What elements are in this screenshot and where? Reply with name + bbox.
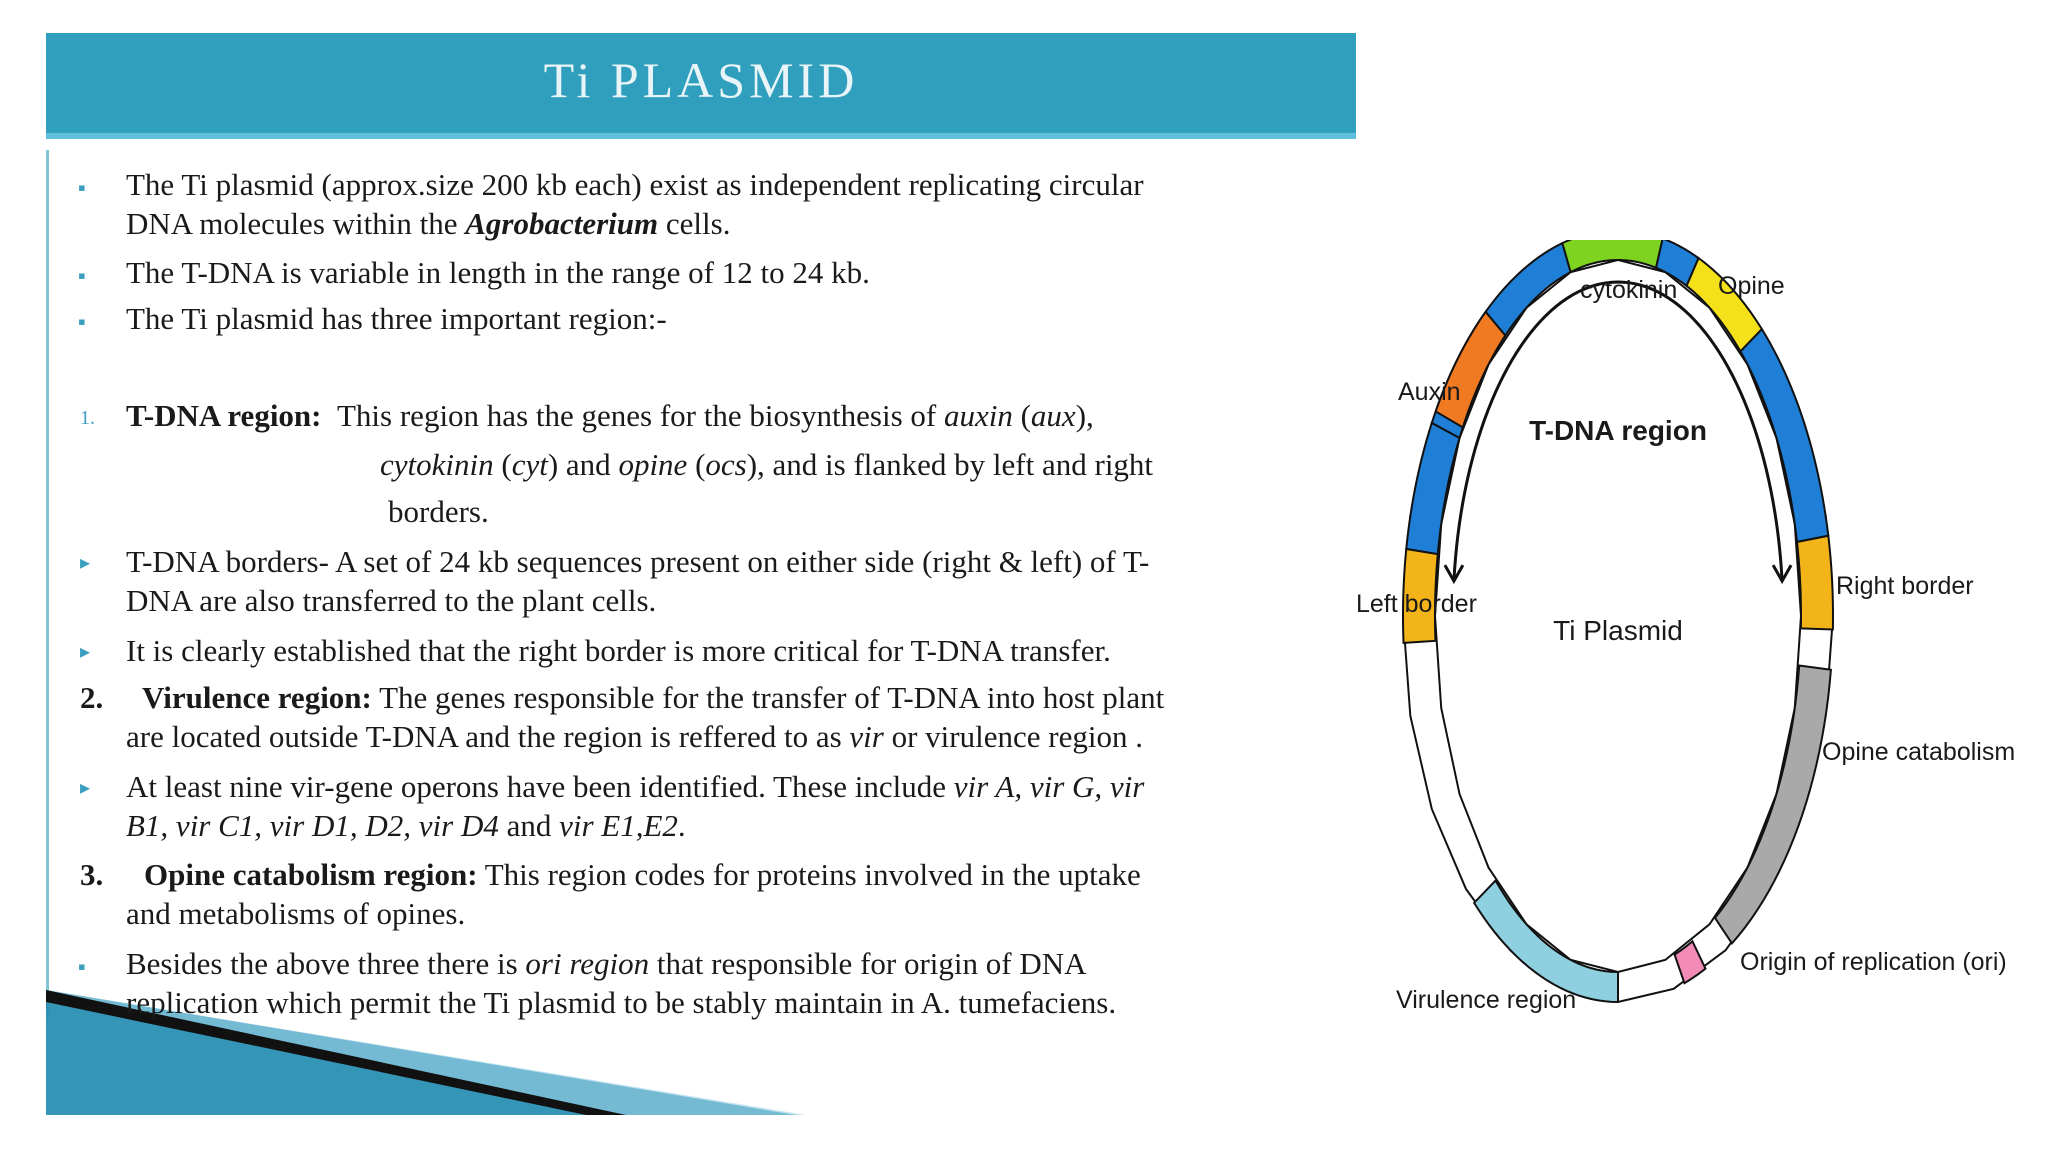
segment-right-border bbox=[1795, 534, 1834, 631]
left-border-label: Left border bbox=[1356, 590, 1477, 618]
title-bar: Ti PLASMID bbox=[46, 33, 1356, 139]
number-marker: 1. bbox=[80, 407, 95, 429]
cytokinin-label: cytokinin bbox=[1580, 276, 1677, 304]
opine-catabolism-label: Opine catabolism bbox=[1822, 738, 2015, 766]
number-marker: 3. bbox=[80, 857, 104, 892]
item-3-line-1: The Ti plasmid has three important regio… bbox=[126, 301, 667, 336]
ti-plasmid-diagram: T-DNA region Ti Plasmid cytokinin Opine … bbox=[1356, 240, 2015, 1014]
item-7-line-2: are located outside T-DNA and the region… bbox=[126, 719, 1143, 754]
item-7-line-1: Virulence region: The genes responsible … bbox=[142, 680, 1165, 715]
slide-title: Ti PLASMID bbox=[543, 52, 859, 108]
item-5-line-1: T-DNA borders- A set of 24 kb sequences … bbox=[126, 544, 1150, 579]
item-1-line-2: DNA molecules within the Agrobacterium c… bbox=[126, 206, 731, 241]
arrow-bullet-icon: ▸ bbox=[80, 641, 91, 663]
t-dna-region-label: T-DNA region bbox=[1529, 415, 1707, 446]
item-9-line-1: Opine catabolism region: This region cod… bbox=[144, 857, 1141, 892]
arrow-bullet-icon: ▸ bbox=[80, 552, 91, 574]
right-arrowhead-icon bbox=[1771, 564, 1793, 585]
arrow-bullet-icon: ▸ bbox=[80, 777, 91, 799]
item-4-line-2: cytokinin (cyt) and opine (ocs), and is … bbox=[380, 447, 1154, 482]
item-4-line-3: borders. bbox=[388, 494, 489, 529]
bullet-marker: ▪ bbox=[78, 954, 86, 979]
item-9-line-2: and metabolisms of opines. bbox=[126, 896, 466, 931]
segment-ori bbox=[1673, 939, 1707, 985]
item-8-line-2: B1, vir C1, vir D1, D2, vir D4 and vir E… bbox=[126, 808, 686, 843]
segment-auxin bbox=[1434, 310, 1507, 429]
item-4-line-1: T-DNA region: This region has the genes … bbox=[126, 398, 1094, 433]
virulence-region-label: Virulence region bbox=[1396, 986, 1576, 1014]
item-5-line-2: DNA are also transferred to the plant ce… bbox=[126, 583, 657, 618]
ori-label: Origin of replication (ori) bbox=[1740, 948, 2007, 976]
segment-blue-right bbox=[1739, 327, 1830, 544]
item-10-line-1: Besides the above three there is ori reg… bbox=[126, 946, 1087, 981]
left-accent-rule bbox=[46, 150, 49, 1020]
t-dna-arrow bbox=[1443, 280, 1793, 585]
bullet-marker: ▪ bbox=[78, 309, 86, 334]
number-marker: 2. bbox=[80, 680, 104, 715]
segment-blue-far-left bbox=[1405, 421, 1461, 556]
item-8-line-1: At least nine vir-gene operons have been… bbox=[126, 769, 1145, 804]
right-border-label: Right border bbox=[1836, 572, 1974, 600]
bullet-marker: ▪ bbox=[78, 263, 86, 288]
item-1-line-1: The Ti plasmid (approx.size 200 kb each)… bbox=[126, 167, 1144, 202]
item-2-line-1: The T-DNA is variable in length in the r… bbox=[126, 255, 870, 290]
auxin-label: Auxin bbox=[1398, 378, 1461, 406]
bullet-marker: ▪ bbox=[78, 175, 86, 200]
ti-plasmid-label: Ti Plasmid bbox=[1553, 615, 1683, 646]
opine-label: Opine bbox=[1718, 272, 1785, 300]
segment-opine-catabolism bbox=[1713, 664, 1832, 946]
left-arrowhead-icon bbox=[1443, 564, 1465, 585]
item-10-line-2: replication which permit the Ti plasmid … bbox=[126, 985, 1117, 1020]
plasmid-ring bbox=[1401, 240, 1835, 1004]
t-dna-arc bbox=[1452, 280, 1784, 582]
segment-virulence bbox=[1472, 878, 1619, 1004]
segment-left-border bbox=[1402, 547, 1439, 644]
corner-decoration bbox=[46, 990, 806, 1115]
item-6-line-1: It is clearly established that the right… bbox=[126, 633, 1111, 668]
